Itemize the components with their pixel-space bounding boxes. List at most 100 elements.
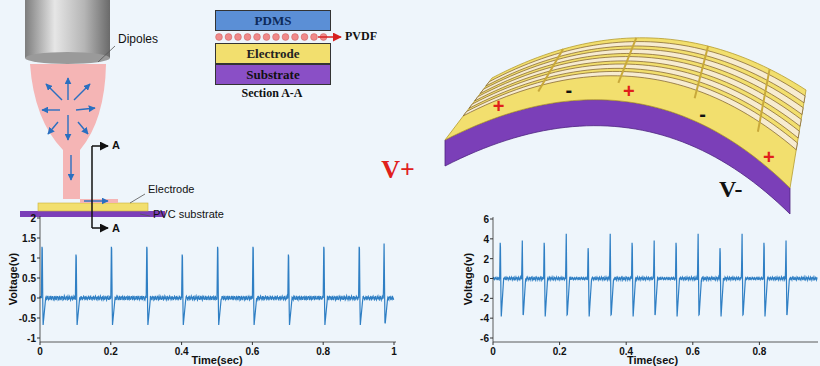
axis-label: -1 <box>27 333 36 344</box>
polarity-label: V- <box>719 176 743 202</box>
axis-label: 0 <box>37 346 43 357</box>
layer-name: PDMS <box>255 13 292 29</box>
tick-mark <box>559 342 560 345</box>
cell-separator <box>695 46 708 98</box>
polarity-label: + <box>763 146 775 168</box>
electrode-layer <box>38 203 148 211</box>
tick-mark <box>37 278 40 279</box>
tick-mark <box>252 342 253 345</box>
axis-label: 0.8 <box>752 346 766 357</box>
axis-label: 4 <box>483 233 489 244</box>
cell-separator <box>538 49 563 91</box>
chart-axes <box>493 217 818 342</box>
axis-label: 0.6 <box>245 346 259 357</box>
polarity-label: + <box>623 80 635 102</box>
pvdf-dot <box>263 34 270 41</box>
tick-mark <box>490 219 493 220</box>
axis-label: Time(sec) <box>191 354 242 366</box>
voltage-trace <box>493 234 817 317</box>
tick-mark <box>490 298 493 299</box>
part-label: Section A-A <box>242 87 303 100</box>
part-label: PVDF <box>345 30 377 43</box>
axis-label: Voltage(v) <box>7 253 19 305</box>
tick-mark <box>37 218 40 219</box>
axis-label: Voltage(v) <box>462 253 474 305</box>
axis-label: 0.2 <box>553 346 567 357</box>
axis-label: -2 <box>480 293 489 304</box>
layer-box: PDMS <box>215 10 331 31</box>
layer-box: Electrode <box>215 43 331 64</box>
nozzle <box>25 0 110 64</box>
layer-name: Electrode <box>246 46 299 62</box>
tick-mark <box>394 342 395 345</box>
tick-mark <box>490 258 493 259</box>
axis-label: -0.5 <box>19 313 36 324</box>
axis-label: -6 <box>480 333 489 344</box>
tick-mark <box>37 238 40 239</box>
axis-label: Time(sec) <box>627 354 678 366</box>
tick-mark <box>490 238 493 239</box>
cell-separator <box>618 38 636 83</box>
pvdf-dot <box>282 34 289 41</box>
axis-label: 2 <box>483 253 489 264</box>
layer-name: Substrate <box>246 67 299 83</box>
pvdf-dot <box>292 34 299 41</box>
axis-label: 1 <box>391 346 397 357</box>
axis-label: 0 <box>30 293 36 304</box>
tick-mark <box>490 338 493 339</box>
tick-mark <box>37 298 40 299</box>
polarity-label: - <box>699 103 706 125</box>
axis-label: 2 <box>30 213 36 224</box>
axis-label: 0.5 <box>22 273 36 284</box>
polarity-label: + <box>493 95 505 117</box>
part-label: A <box>112 222 120 234</box>
polarity-label: V+ <box>381 156 415 185</box>
tick-mark <box>37 318 40 319</box>
tick-mark <box>181 342 182 345</box>
tick-mark <box>759 342 760 345</box>
tick-mark <box>626 342 627 345</box>
part-label: Dipoles <box>118 33 158 46</box>
voltage-trace <box>40 244 394 325</box>
tick-mark <box>493 342 494 345</box>
tick-mark <box>37 258 40 259</box>
axis-label: 0.4 <box>175 346 189 357</box>
tick-mark <box>40 342 41 345</box>
axis-label: 0.6 <box>686 346 700 357</box>
pvdf-dot <box>216 34 223 41</box>
pvdf-dot <box>235 34 242 41</box>
part-label: A <box>112 139 120 151</box>
pvdf-dot <box>254 34 261 41</box>
tick-mark <box>490 278 493 279</box>
pvdf-dot <box>225 34 232 41</box>
axis-label: 1.5 <box>22 233 36 244</box>
pvdf-dot <box>311 34 318 41</box>
pvdf-dot <box>244 34 251 41</box>
pvdf-stripe <box>463 71 797 149</box>
axis-label: 1 <box>30 253 36 264</box>
tick-mark <box>323 342 324 345</box>
device-electrode <box>445 38 806 188</box>
leader-lines <box>98 46 150 216</box>
polymer-jet <box>30 64 118 203</box>
cell-separator <box>758 69 770 132</box>
axis-label: 0 <box>483 273 489 284</box>
pvdf-dot <box>273 34 280 41</box>
pvdf-dots <box>216 34 327 41</box>
axis-label: 0.8 <box>316 346 330 357</box>
axis-label: 0 <box>490 346 496 357</box>
tick-mark <box>692 342 693 345</box>
voltage-charts <box>37 216 818 345</box>
layer-box: Substrate <box>215 64 331 85</box>
section-marker <box>92 146 108 228</box>
tick-mark <box>490 318 493 319</box>
tick-mark <box>110 342 111 345</box>
polarity-label: - <box>565 79 572 101</box>
pvdf-arrow <box>318 36 341 38</box>
dipole-arrows <box>42 78 108 201</box>
axis-label: 6 <box>483 214 489 225</box>
part-label: Electrode <box>148 183 194 195</box>
axis-label: -4 <box>480 313 489 324</box>
tick-mark <box>37 338 40 339</box>
pvdf-dot <box>301 34 308 41</box>
